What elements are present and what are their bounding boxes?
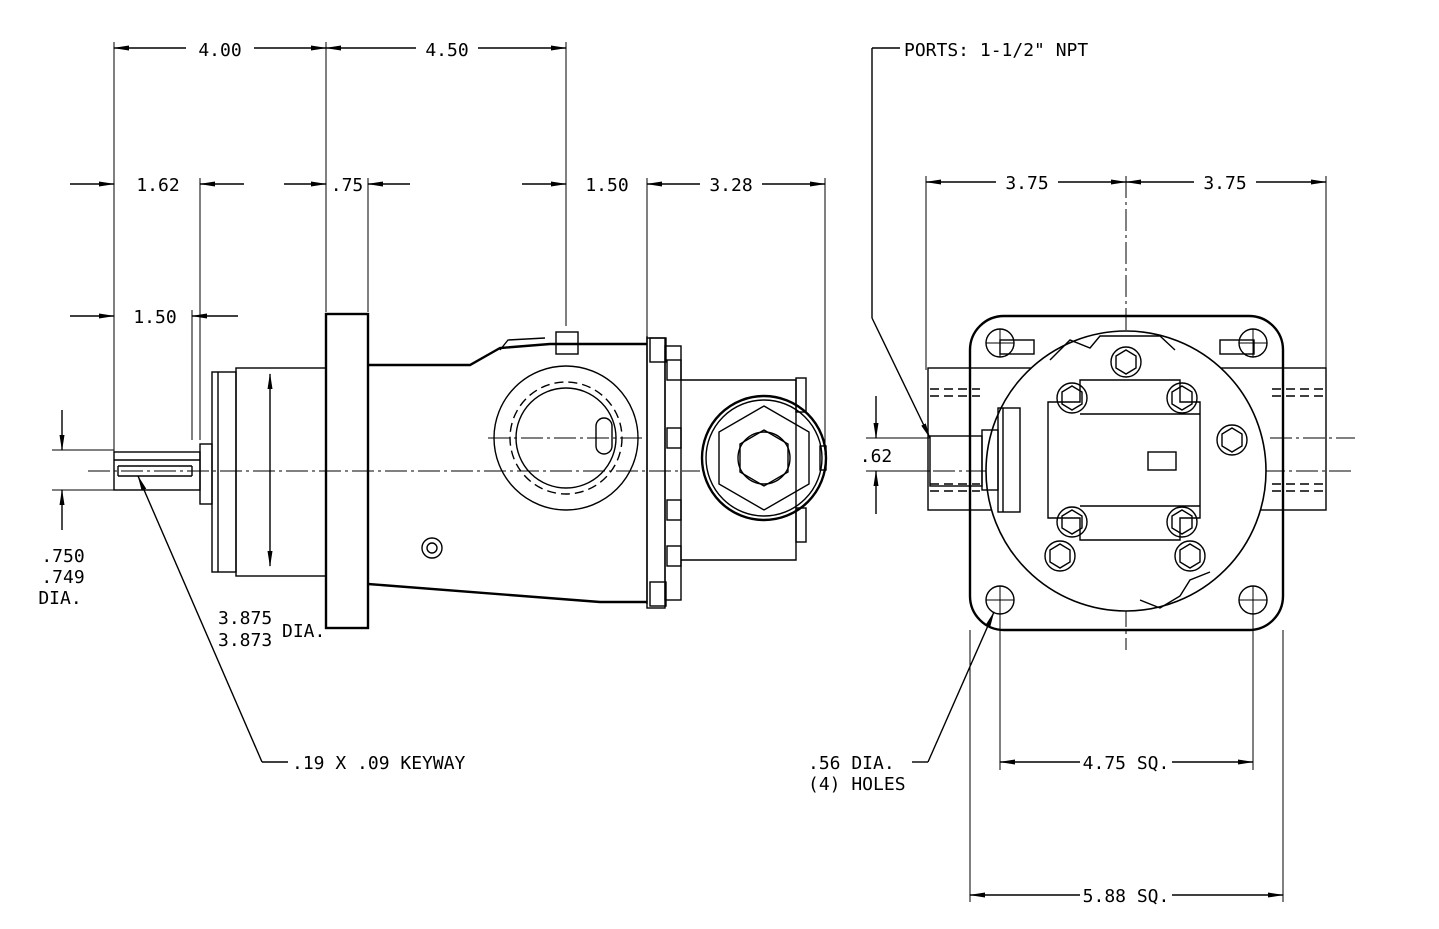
dim-shaft-length: 1.62	[136, 175, 179, 196]
pump-body	[367, 331, 648, 604]
cover-plate	[646, 337, 682, 609]
shaft-dia-lower: .749	[41, 567, 84, 588]
shaft-dia-label: DIA.	[38, 588, 81, 609]
dim-overall-right: 4.50	[425, 40, 468, 61]
side-dimension-lines	[59, 45, 826, 567]
bearing-block	[1047, 379, 1201, 541]
head-bolts	[1044, 346, 1248, 572]
dim-left-half: 3.75	[1005, 173, 1048, 194]
end-leaders	[871, 47, 995, 763]
keyway-leader	[137, 475, 288, 763]
end-view: PORTS: 1-1/2" NPT 3.75 3.75 .62 .56 DIA.…	[808, 40, 1355, 907]
dim-right-half: 3.75	[1203, 173, 1246, 194]
dim-port-offset: 1.50	[585, 175, 628, 196]
dim-flange-square: 5.88 SQ.	[1083, 886, 1170, 907]
rear-cap	[681, 377, 828, 561]
dim-port-offset-end: .62	[860, 446, 893, 467]
side-extension-lines	[52, 42, 826, 491]
dim-key-length: 1.50	[133, 307, 176, 328]
end-flange	[968, 314, 1285, 632]
holes-count: (4) HOLES	[808, 774, 906, 795]
mounting-flange	[324, 312, 370, 630]
pilot-dia-label: DIA.	[282, 621, 325, 642]
ports-note: PORTS: 1-1/2" NPT	[904, 40, 1088, 61]
port-fitting	[929, 407, 1021, 513]
pump-head	[985, 330, 1267, 612]
pilot-dia-upper: 3.875	[218, 608, 272, 629]
shaft	[113, 443, 213, 505]
end-extension-lines	[866, 176, 1327, 902]
holes-dia: .56 DIA.	[808, 753, 895, 774]
pilot-dia-lower: 3.873	[218, 630, 272, 651]
dim-flange-thickness: .75	[331, 175, 364, 196]
side-view: 4.00 4.50 1.62 .75 1.50 3.28 1.50 .750 .…	[38, 40, 828, 774]
end-dimension-lines	[873, 179, 1327, 898]
dim-bolt-square: 4.75 SQ.	[1083, 753, 1170, 774]
shaft-dia-upper: .750	[41, 546, 84, 567]
pilot	[211, 367, 327, 577]
flange-holes	[985, 328, 1268, 615]
keyway-note: .19 X .09 KEYWAY	[292, 753, 466, 774]
dim-rear-length: 3.28	[709, 175, 752, 196]
dim-overall-left: 4.00	[198, 40, 241, 61]
